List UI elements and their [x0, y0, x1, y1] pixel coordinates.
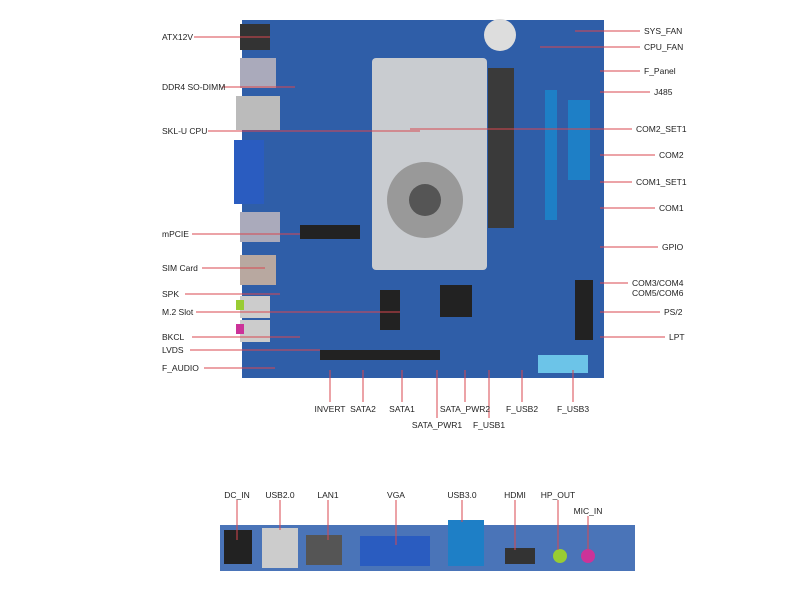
- m2-slot: [380, 290, 400, 330]
- label-f-usb1: F_USB1: [472, 420, 506, 430]
- label-skl-u-cpu: SKL-U CPU: [162, 126, 208, 136]
- label-sata-pwr1: SATA_PWR1: [411, 420, 463, 430]
- leader-lines: [185, 30, 665, 550]
- label-lan1: LAN1: [317, 490, 339, 500]
- label-f-panel: F_Panel: [644, 66, 676, 76]
- label-hdmi: HDMI: [504, 490, 526, 500]
- label-com2-set1: COM2_SET1: [636, 124, 687, 134]
- label-com1-set1: COM1_SET1: [636, 177, 687, 187]
- label-vga: VGA: [387, 490, 405, 500]
- label-com1: COM1: [659, 203, 684, 213]
- cmos-battery: [484, 19, 516, 51]
- label-com2: COM2: [659, 150, 684, 160]
- label-m2-slot: M.2 Slot: [162, 307, 194, 317]
- label-mic-in: MIC_IN: [573, 506, 603, 516]
- label-usb2: USB2.0: [265, 490, 295, 500]
- mpcie-slot: [300, 225, 360, 239]
- label-sata-pwr2: SATA_PWR2: [439, 404, 491, 414]
- label-ddr4-so-dimm: DDR4 SO-DIMM: [162, 82, 226, 92]
- label-invert: INVERT: [314, 404, 346, 414]
- label-spk: SPK: [162, 289, 180, 299]
- label-sim-card: SIM Card: [162, 263, 198, 273]
- label-f-usb2: F_USB2: [505, 404, 539, 414]
- label-ps2: PS/2: [664, 307, 683, 317]
- label-mpcie: mPCIE: [162, 229, 189, 239]
- label-f-usb3: F_USB3: [556, 404, 590, 414]
- label-lvds: LVDS: [162, 345, 184, 355]
- label-j485: J485: [654, 87, 673, 97]
- label-com3-com4: COM3/COM4: [632, 278, 684, 288]
- label-sata2: SATA2: [350, 404, 376, 414]
- label-sata1: SATA1: [389, 404, 415, 414]
- dimm-slot: [488, 68, 514, 228]
- label-atx12v: ATX12V: [162, 32, 194, 42]
- label-lpt: LPT: [669, 332, 685, 342]
- label-bkcl: BKCL: [162, 332, 185, 342]
- label-gpio: GPIO: [662, 242, 684, 252]
- label-dc-in: DC_IN: [224, 490, 250, 500]
- label-hp-out: HP_OUT: [540, 490, 576, 500]
- label-f-audio: F_AUDIO: [162, 363, 199, 373]
- label-com5-com6: COM5/COM6: [632, 288, 684, 298]
- label-usb3: USB3.0: [447, 490, 477, 500]
- label-cpu-fan: CPU_FAN: [644, 42, 684, 52]
- label-sys-fan: SYS_FAN: [644, 26, 683, 36]
